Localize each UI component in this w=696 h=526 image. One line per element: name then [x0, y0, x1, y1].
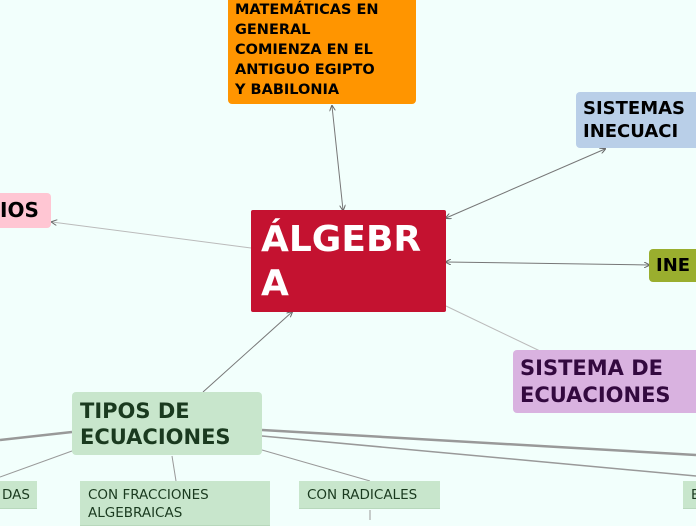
- link-history: [332, 106, 343, 210]
- subnode-algebraic-fractions[interactable]: CON FRACCIONES ALGEBRAICAS: [80, 481, 270, 526]
- node-systems-equations[interactable]: SISTEMA DE ECUACIONES: [513, 350, 696, 413]
- node-systems-inequalities[interactable]: SISTEMAS INECUACI: [576, 92, 696, 148]
- node-equation-types[interactable]: TIPOS DE ECUACIONES: [72, 392, 262, 455]
- subnode-radicals[interactable]: CON RADICALES: [299, 481, 440, 509]
- link-systems-eq: [445, 305, 541, 352]
- subnode-partial-e[interactable]: E: [683, 481, 696, 509]
- subnode-partial-das[interactable]: DAS: [0, 481, 37, 509]
- link-systems-ineq: [446, 149, 605, 218]
- node-central-algebra[interactable]: ÁLGEBR A: [251, 210, 446, 312]
- link-left: [52, 222, 252, 249]
- node-left-partial[interactable]: IOS: [0, 193, 51, 228]
- node-history[interactable]: MATEMÁTICAS EN GENERAL COMIENZA EN EL AN…: [228, 0, 416, 104]
- link-types: [202, 312, 292, 393]
- node-inequalities[interactable]: INE: [649, 249, 696, 282]
- link-inequalities: [446, 262, 649, 265]
